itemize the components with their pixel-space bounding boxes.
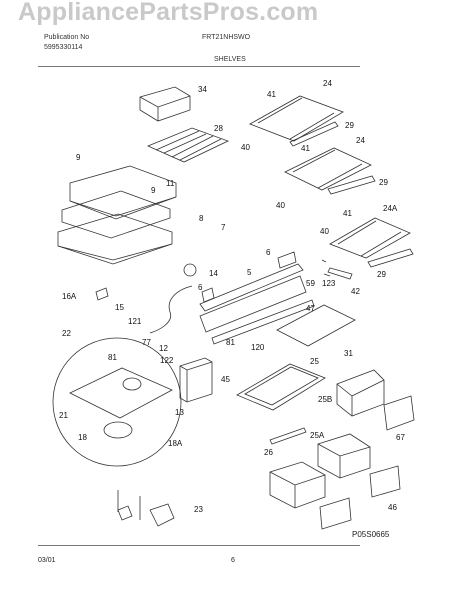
part-crisper-frame (236, 363, 326, 411)
callout: 121 (128, 317, 142, 326)
callout: 6 (266, 248, 271, 257)
part-water-tube (149, 285, 193, 334)
callout: 40 (276, 201, 285, 210)
callout: 24 (356, 136, 365, 145)
model-number: FRT21NHSWO (202, 34, 251, 41)
callout: 25 (310, 357, 319, 366)
callout: 59 (306, 279, 315, 288)
footer-page: 6 (231, 557, 235, 564)
part-small-bin (139, 86, 191, 122)
callout: 45 (221, 375, 230, 384)
callout: 120 (251, 343, 265, 352)
callout: 41 (301, 144, 310, 153)
callout: 9 (151, 186, 156, 195)
part-drawer-front-1 (383, 395, 415, 431)
callout: 22 (62, 329, 71, 338)
footer-date: 03/01 (38, 557, 56, 564)
callout: 13 (175, 408, 184, 417)
part-crisper-drawer-2 (269, 433, 371, 509)
part-shelf-assembly-1 (249, 95, 344, 147)
callout: 7 (221, 223, 226, 232)
callout: 28 (214, 124, 223, 133)
diagram-code: P05S0665 (352, 530, 390, 539)
callout: 6 (198, 283, 203, 292)
callout: 29 (345, 121, 354, 130)
part-housing (179, 357, 213, 403)
header-rule (38, 66, 360, 67)
section-title: SHELVES (214, 56, 246, 63)
callout: 41 (343, 209, 352, 218)
callout: 5 (247, 268, 252, 277)
callout: 21 (59, 411, 68, 420)
part-slide-rail (269, 427, 307, 445)
callout: 15 (115, 303, 124, 312)
callout: 42 (351, 287, 360, 296)
part-drawer-front-2 (319, 465, 401, 530)
callout: 18A (168, 439, 183, 448)
callout: 23 (194, 505, 203, 514)
part-shelf-rail (199, 251, 315, 345)
callout: 14 (209, 269, 218, 278)
callout: 25A (310, 431, 325, 440)
watermark: AppliancePartsPros.com (18, 0, 319, 26)
callout: 25B (318, 395, 332, 404)
part-glass-panel (276, 304, 356, 347)
callout: 47 (306, 304, 315, 313)
callout: 67 (396, 433, 405, 442)
callout: 40 (241, 143, 250, 152)
callout: 31 (344, 349, 353, 358)
callout: 8 (199, 214, 204, 223)
callout: 11 (166, 179, 175, 188)
callout: 123 (322, 279, 336, 288)
part-detail-circle (52, 337, 182, 467)
callout: 24 (323, 79, 332, 88)
callout: 29 (379, 178, 388, 187)
callout: 122 (160, 356, 174, 365)
callout-labels: 34 28 11 9 9 8 7 6 5 14 16A 15 121 6 59 … (59, 79, 405, 514)
part-bracket (117, 490, 175, 527)
part-shelf-assembly-2 (284, 147, 376, 195)
part-crisper-drawer-1 (336, 369, 385, 417)
callout: 81 (226, 338, 235, 347)
callout: 46 (388, 503, 397, 512)
callout: 41 (267, 90, 276, 99)
callout: 81 (108, 353, 117, 362)
callout: 26 (264, 448, 273, 457)
part-wire-shelf (146, 127, 230, 163)
callout: 29 (377, 270, 386, 279)
part-shelf-assembly-3 (327, 217, 414, 280)
publication-number: 5995330114 (44, 44, 83, 51)
callout: 16A (62, 292, 77, 301)
part-small-components (95, 259, 331, 303)
footer-rule (38, 545, 360, 546)
callout: 40 (320, 227, 329, 236)
callout: 12 (159, 344, 168, 353)
callout: 77 (142, 338, 151, 347)
callout: 18 (78, 433, 87, 442)
publication-label: Publication No (44, 34, 90, 41)
callout: 9 (76, 153, 81, 162)
part-cover-stack (57, 165, 177, 265)
callout: 34 (198, 85, 207, 94)
callout: 24A (383, 204, 398, 213)
